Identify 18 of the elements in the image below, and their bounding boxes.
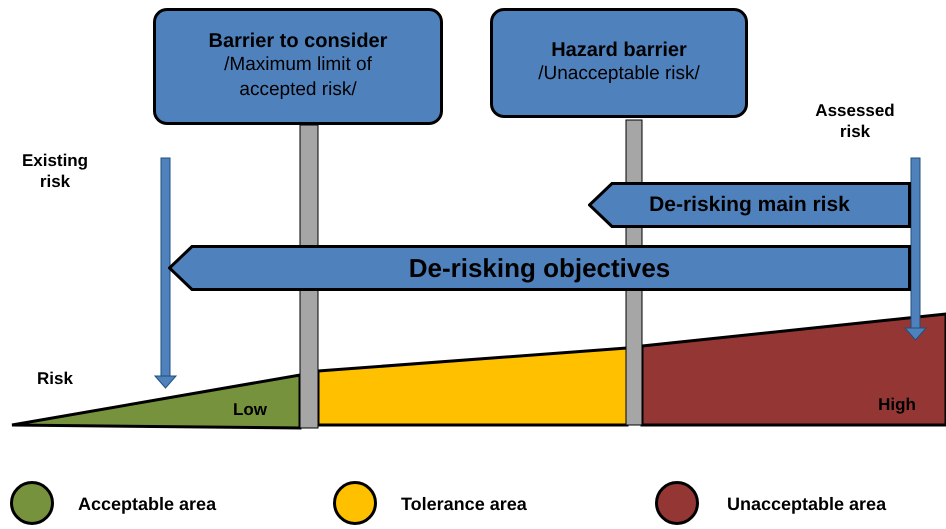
legend-label: Acceptable area: [78, 494, 216, 515]
barrier-sign: [490, 8, 748, 118]
legend-label: Unacceptable area: [727, 494, 886, 515]
area-label: High: [877, 394, 917, 416]
sign-subtitle: /Unacceptable risk/: [538, 62, 700, 86]
area-label: Risk: [36, 368, 74, 390]
banner-text: De-risking main risk: [649, 193, 850, 217]
left-arrow-banner: [588, 182, 911, 228]
axis-label: Assessed risk: [814, 100, 896, 142]
banner-text: De-risking objectives: [408, 252, 670, 284]
legend-label: Tolerance area: [401, 494, 527, 515]
sign-heading: Barrier to consider: [208, 30, 388, 54]
axis-label: Existing risk: [20, 150, 90, 192]
sign-subtitle: /Maximum limit of accepted risk/: [223, 53, 373, 102]
sign-heading: Hazard barrier: [551, 39, 687, 62]
area-label: Low: [232, 399, 268, 420]
barrier-sign: [153, 8, 443, 125]
left-arrow-banner: [168, 245, 911, 291]
